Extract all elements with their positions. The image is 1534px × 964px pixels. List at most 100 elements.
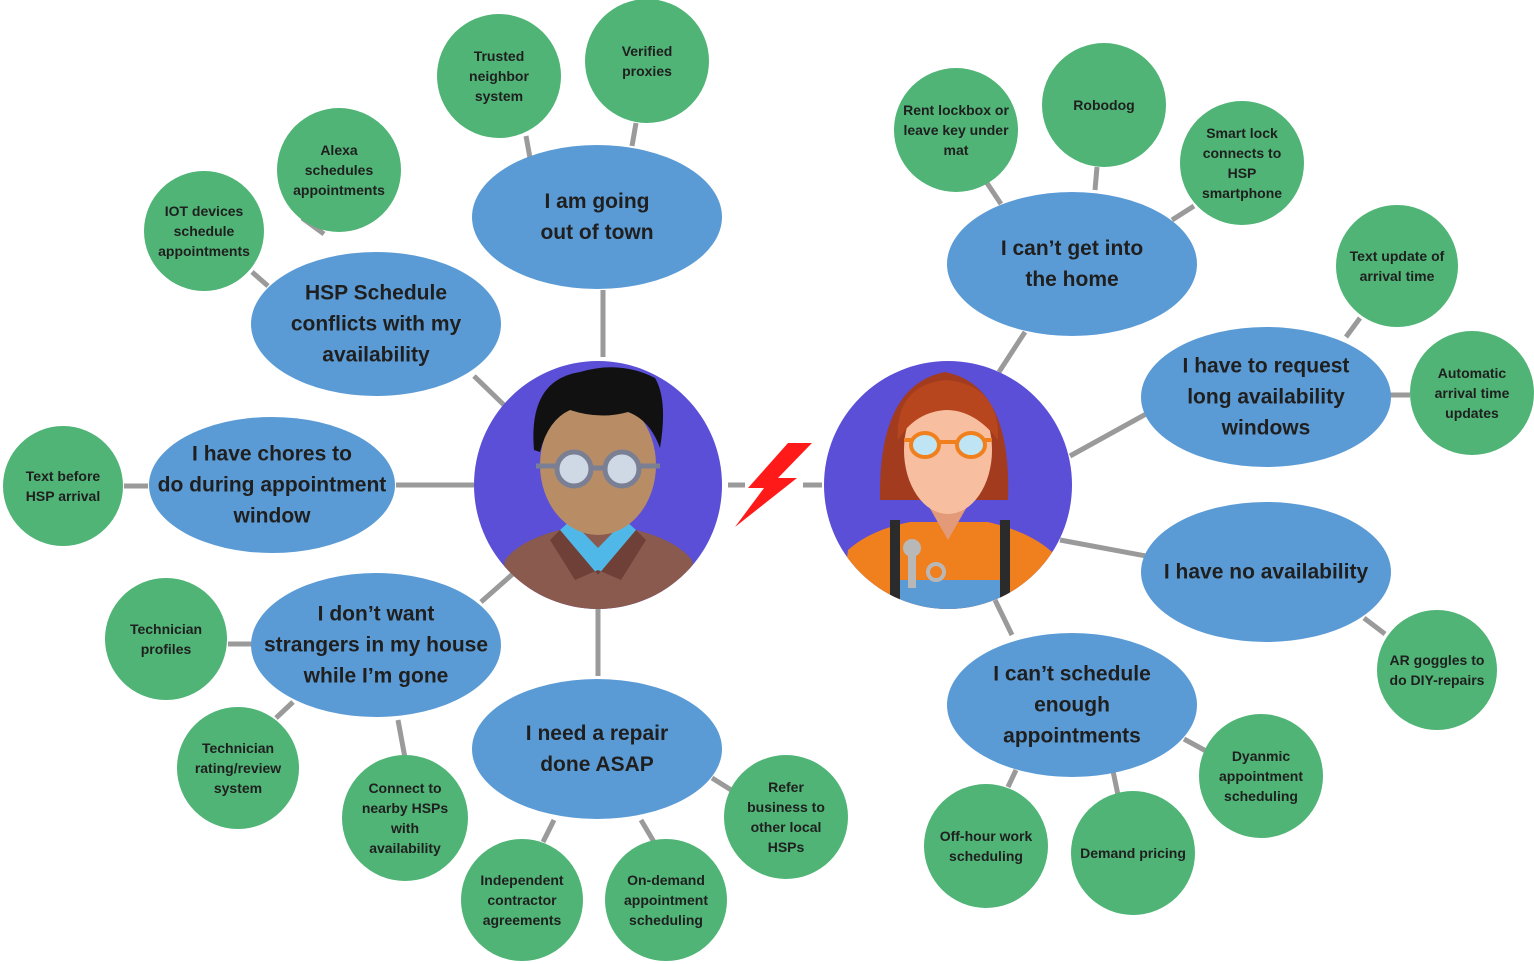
node-label-line: I have no availability [1164, 561, 1369, 584]
solution-node-iot: IOT devices schedule appointments [144, 171, 264, 291]
node-label-line: schedules [305, 162, 374, 178]
node-label-line: arrival time [1360, 268, 1435, 284]
connector-line [395, 719, 408, 759]
node-label-line: AR goggles to [1390, 652, 1485, 668]
node-label-line: scheduling [629, 912, 703, 928]
node-label-line: HSPs [768, 839, 805, 855]
node-label-line: leave key under [903, 122, 1009, 138]
node-label-line: appointments [293, 182, 385, 198]
connector-line [540, 818, 557, 844]
solution-node-demand: Demand pricing [1071, 791, 1195, 915]
node-label-line: IOT devices [165, 203, 244, 219]
node-label-line: I can’t get into [1001, 237, 1143, 260]
node-label-line: I have chores to [192, 443, 352, 466]
node-label-line: Dyanmic [1232, 748, 1291, 764]
connector-line [1092, 166, 1100, 191]
problem-node-noavail: I have no availability [1141, 502, 1391, 642]
solution-node-circle [1042, 43, 1166, 167]
node-label: Text update of arrival time [1350, 248, 1445, 284]
node-label-line: availability [369, 840, 441, 856]
solution-node-circle [177, 707, 299, 829]
solution-node-robodog: Robodog [1042, 43, 1166, 167]
solution-node-circle [1377, 610, 1497, 730]
problem-node-ellipse [1141, 327, 1391, 467]
node-label-line: do DIY-repairs [1390, 672, 1485, 688]
solution-node-circle [461, 839, 583, 961]
node-label-line: updates [1445, 405, 1499, 421]
node-label-line: scheduling [949, 848, 1023, 864]
node-label: Robodog [1073, 97, 1134, 113]
node-label-line: window [233, 505, 312, 528]
node-label-line: I can’t schedule [993, 663, 1151, 686]
node-label-line: appointments [1003, 725, 1141, 748]
node-label-line: system [475, 88, 523, 104]
node-label-line: out of town [540, 221, 653, 244]
solution-node-circle [605, 839, 727, 961]
node-label-line: Off-hour work [940, 828, 1033, 844]
connector-line [1170, 203, 1196, 223]
node-label-line: appointment [624, 892, 708, 908]
node-label-line: agreements [483, 912, 562, 928]
node-label-line: Technician [130, 621, 202, 637]
node-label-line: Rent lockbox or [903, 102, 1009, 118]
node-label-line: appointments [158, 243, 250, 259]
homeowner-avatar-icon [474, 361, 722, 609]
node-label-line: other local [751, 819, 822, 835]
node-label-line: Alexa [320, 142, 358, 158]
node-label-line: Independent [480, 872, 564, 888]
problem-node-ellipse [472, 145, 722, 289]
conflict-lightning-icon [735, 443, 812, 527]
solution-node-circle [1071, 791, 1195, 915]
solution-node-argoggles: AR goggles to do DIY-repairs [1377, 610, 1497, 730]
connector-line [1343, 316, 1363, 339]
connector-line [1182, 736, 1208, 754]
solution-node-circle [585, 0, 709, 123]
connector-line [1059, 537, 1147, 559]
node-label: I have no availability [1164, 561, 1369, 584]
node-label-line: smartphone [1202, 185, 1282, 201]
node-label-line: HSP [1228, 165, 1257, 181]
node-label-line: HSP arrival [26, 488, 100, 504]
node-label-line: neighbor [469, 68, 529, 84]
node-label: AR goggles to do DIY-repairs [1390, 652, 1485, 688]
node-label-line: conflicts with my [291, 313, 462, 336]
connector-line [982, 178, 1004, 206]
connector-line [1005, 768, 1019, 789]
node-label-line: done ASAP [540, 753, 654, 776]
node-label: Off-hour work scheduling [940, 828, 1033, 864]
node-label-line: Verified [622, 43, 673, 59]
solution-node-circle [437, 14, 561, 138]
node-label-line: Text update of [1350, 248, 1445, 264]
solution-node-circle [894, 68, 1018, 192]
node-label-line: system [214, 780, 262, 796]
problem-node-ellipse [251, 573, 501, 717]
node-label-line: schedule [174, 223, 235, 239]
solution-node-circle [3, 426, 123, 546]
solution-node-circle [342, 755, 468, 881]
connector-line [523, 135, 533, 159]
node-label: Demand pricing [1080, 845, 1186, 861]
